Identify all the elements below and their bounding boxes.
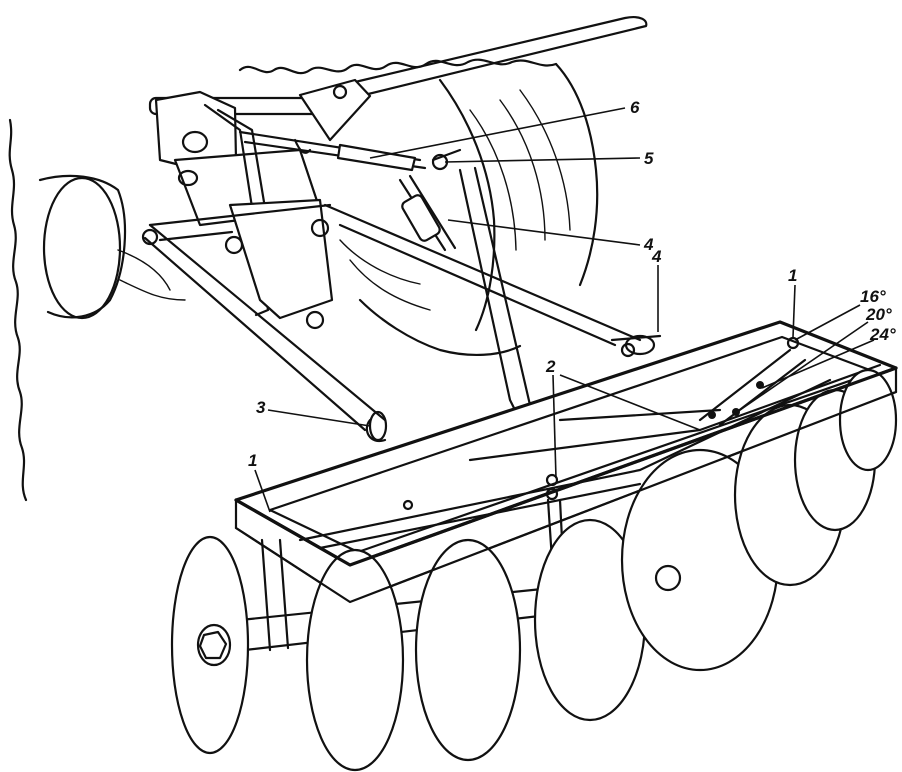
left-tractor-tire xyxy=(8,118,186,502)
angle-24-label: 24° xyxy=(869,325,896,344)
callout-2: 2 xyxy=(545,357,556,376)
callout-6: 6 xyxy=(630,98,640,117)
angle-16-label: 16° xyxy=(860,287,886,306)
callout-5: 5 xyxy=(644,149,654,168)
leader-lines xyxy=(254,107,875,513)
callout-1-right: 1 xyxy=(788,266,797,285)
disc-gang xyxy=(170,366,898,772)
draft-arms xyxy=(141,203,662,443)
callout-4-right: 4 xyxy=(651,247,662,266)
hitch-assembly xyxy=(148,16,648,422)
rear-tractor-tire xyxy=(238,58,599,357)
callout-1-left: 1 xyxy=(248,451,257,470)
callout-labels: 6 5 4 4 1 2 3 1 16° 20° 24° xyxy=(248,98,896,470)
angle-20-label: 20° xyxy=(865,305,892,324)
callout-4-center: 4 xyxy=(643,235,654,254)
callout-3: 3 xyxy=(256,398,266,417)
